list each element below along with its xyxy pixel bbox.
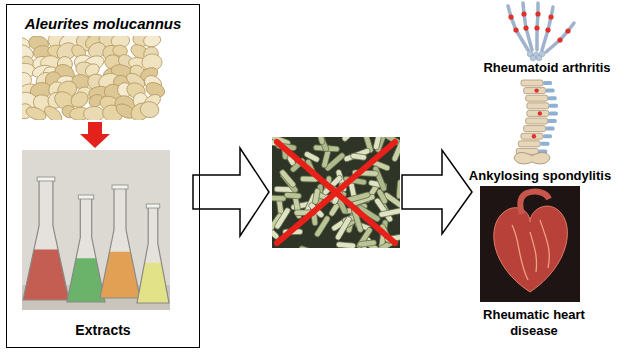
nut	[142, 36, 161, 48]
bacterium	[298, 245, 315, 248]
vertebra	[524, 88, 546, 94]
nut	[42, 103, 65, 120]
flask	[100, 188, 140, 298]
inflamed-joint	[565, 28, 570, 33]
inflamed-joint	[557, 37, 562, 42]
heart-ground	[480, 186, 580, 302]
panel-caption: Extracts	[7, 322, 199, 338]
finger-bone	[546, 23, 574, 52]
bacteria-ground	[272, 137, 400, 248]
bacterium	[314, 215, 331, 238]
vertebra	[526, 118, 548, 124]
hand-skeleton-icon	[508, 3, 574, 61]
inflamed-joint	[513, 27, 518, 32]
nut-photo	[22, 36, 165, 120]
flask-lip	[78, 195, 93, 199]
bacterium	[279, 169, 297, 189]
inflamed-joint	[545, 27, 550, 32]
flask-lip	[37, 177, 55, 181]
spinous-process	[546, 127, 555, 131]
bacterium	[343, 147, 371, 162]
bacterium	[315, 137, 326, 145]
spinous-process	[543, 81, 552, 85]
bacterium	[341, 137, 359, 142]
inflamed-joint	[523, 25, 528, 30]
specimen-panel: Aleurites molucannusExtracts	[6, 4, 200, 348]
inflamed-joint	[508, 14, 513, 19]
bacterium	[274, 207, 292, 230]
inflamed-joint	[534, 25, 539, 30]
bacterium	[303, 151, 320, 164]
bacterium	[334, 216, 352, 242]
aorta	[520, 192, 549, 214]
inflamed-joint	[538, 111, 542, 115]
flask	[137, 207, 169, 303]
panel-heading: Aleurites molucannus	[7, 15, 199, 32]
vertebra	[526, 95, 548, 101]
flask-lip	[146, 204, 160, 208]
red-cross	[277, 142, 395, 243]
vertebra	[527, 110, 549, 116]
bacterium	[378, 208, 400, 218]
vertebra	[521, 133, 543, 139]
flask	[67, 198, 105, 302]
bacterium	[373, 137, 383, 150]
spinous-process	[549, 104, 558, 108]
vertebra	[524, 126, 546, 132]
spine-icon	[514, 80, 558, 164]
bacterium	[336, 242, 356, 248]
bacterium	[357, 240, 376, 248]
wrist-bone	[530, 55, 536, 61]
disease-label: Rheumatic heart disease	[474, 307, 594, 339]
finger-bone	[523, 3, 532, 50]
inflamed-joint	[532, 134, 536, 138]
red-cross	[277, 142, 395, 243]
nut	[84, 106, 105, 120]
heart-shape	[494, 206, 568, 292]
pelvis	[514, 153, 550, 164]
finger-bone	[542, 7, 553, 50]
vertebra	[518, 141, 540, 147]
spinous-process	[543, 134, 552, 138]
vertebra	[527, 103, 549, 109]
heart-vessels	[512, 220, 549, 280]
inflamed-joint	[534, 88, 538, 92]
bacterium	[284, 192, 302, 199]
bacteria-photo	[272, 137, 400, 248]
wrist-bone	[536, 55, 542, 61]
flask-lip	[112, 185, 128, 189]
vertebra	[521, 80, 543, 86]
nut	[24, 105, 48, 120]
extract-flasks-photo	[22, 150, 170, 310]
heart-icon	[480, 186, 580, 302]
bacterium	[350, 153, 367, 161]
bacterium	[396, 179, 400, 199]
red-arrow	[80, 122, 110, 148]
bacterium	[312, 188, 321, 205]
spinous-process	[546, 89, 555, 93]
hollow-arrow	[402, 150, 472, 234]
inflamed-joint	[548, 14, 553, 19]
inflamed-joint	[535, 11, 540, 16]
finger-bone	[508, 6, 528, 50]
bacterium	[372, 165, 388, 192]
nut	[139, 100, 160, 119]
spinous-process	[548, 96, 557, 100]
disease-label: Rheumatoid arthritis	[472, 60, 622, 76]
spinous-process	[548, 119, 557, 123]
inflamed-joint	[521, 11, 526, 16]
spinous-process	[549, 111, 558, 115]
hollow-arrow	[193, 148, 269, 236]
flask	[23, 180, 69, 300]
flask-photo-ground	[22, 150, 170, 310]
spinous-process	[540, 142, 549, 146]
disease-label: Ankylosing spondylitis	[458, 168, 622, 184]
